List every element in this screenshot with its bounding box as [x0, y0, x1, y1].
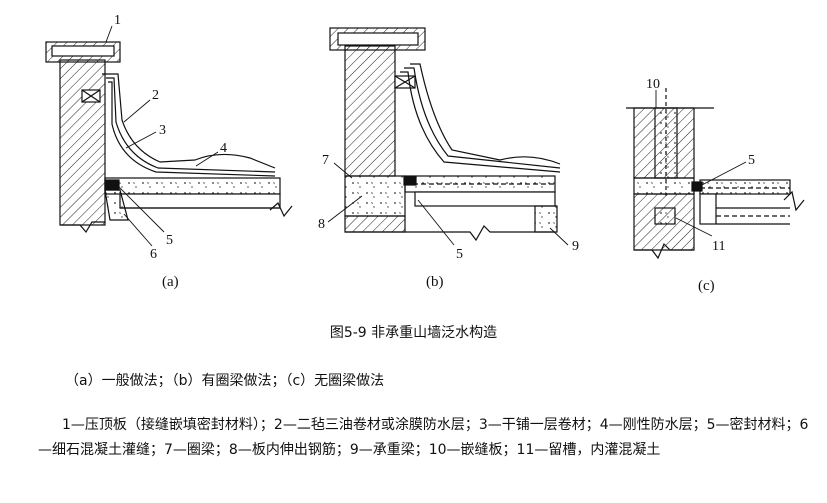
figure-title: 图5-9 非承重山墙泛水构造	[329, 325, 498, 341]
panel-c-label-5: 5	[748, 153, 755, 168]
panel-b-sealant	[403, 176, 417, 186]
panel-a-drawing	[45, 41, 293, 234]
panel-a-grout	[104, 189, 129, 221]
panel-b-label-9: 9	[572, 239, 579, 254]
panel-a-roof-slab	[104, 177, 281, 195]
panel-b-caption: (b)	[426, 274, 444, 290]
panel-c-leaders	[655, 90, 747, 237]
panel-a-label-1: 1	[114, 13, 121, 28]
panel-b-wall	[344, 45, 396, 177]
panel-b-drawing	[329, 27, 561, 242]
panel-a-caption: (a)	[162, 274, 179, 290]
panel-c-caption: (c)	[698, 278, 715, 294]
panel-c-label-11: 11	[712, 239, 725, 254]
panel-a-label-4: 4	[220, 141, 227, 156]
panel-c-roof-slab	[699, 179, 791, 195]
construction-drawing: 1 2 3 4 5 6 (a) 7 8 5 9 (b)	[45, 13, 805, 294]
panel-c-label-10: 10	[646, 77, 660, 92]
panel-a-label-3: 3	[159, 123, 166, 138]
panel-b-membrane	[410, 63, 561, 165]
panel-a-wall	[59, 59, 106, 226]
panel-c-groove	[654, 207, 676, 225]
figure-legend: 1—压顶板（接缝嵌填密封材料）；2—二毡三油卷材或涂膜防水层；3—干铺一层卷材；…	[38, 417, 809, 458]
panel-b-label-5: 5	[456, 247, 463, 262]
panel-a-membrane	[102, 73, 276, 169]
panel-b-lower-wall	[344, 215, 406, 233]
panel-a-label-5: 5	[166, 233, 173, 248]
panel-a-label-6: 6	[150, 247, 157, 262]
panel-b-label-8: 8	[318, 217, 325, 232]
figure-subtitle: （a）一般做法；（b）有圈梁做法；（c）无圈梁做法	[65, 373, 385, 389]
panel-b-ring-beam	[344, 175, 406, 217]
panel-b-leaders	[327, 162, 569, 246]
panel-b-bearing-beam	[534, 205, 558, 233]
panel-c-drawing	[626, 88, 805, 260]
panel-a-leaders	[105, 25, 219, 247]
panel-a-label-2: 2	[152, 88, 159, 103]
panel-b-label-7: 7	[322, 153, 329, 168]
